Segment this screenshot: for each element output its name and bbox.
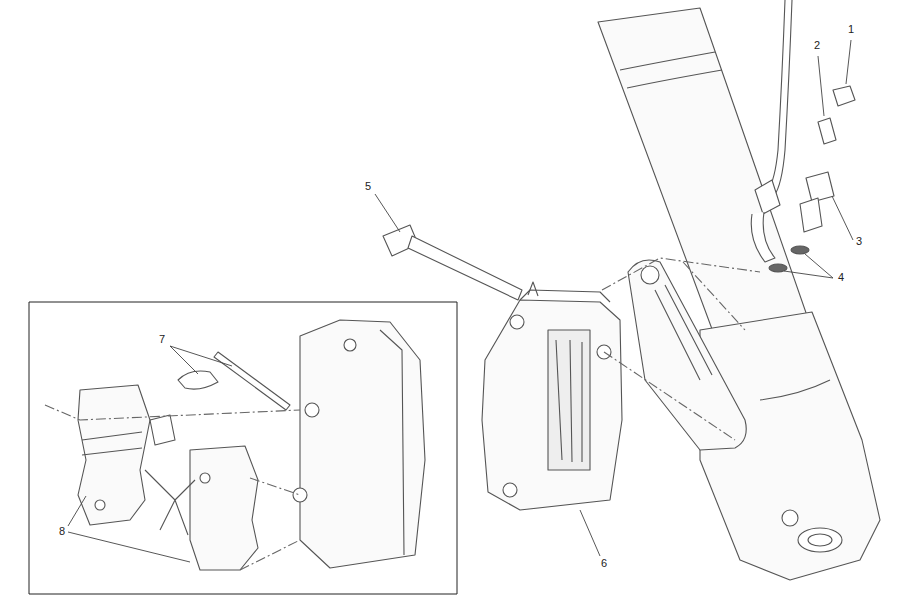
callout-number: 4: [837, 272, 845, 283]
callout-number: 2: [813, 40, 821, 51]
callout-number: 7: [158, 334, 166, 345]
callout-number: 6: [600, 558, 608, 569]
callout-number: 8: [58, 526, 66, 537]
callout-number: 3: [855, 236, 863, 247]
callout-number: 5: [364, 181, 372, 192]
callout-number: 1: [847, 24, 855, 35]
